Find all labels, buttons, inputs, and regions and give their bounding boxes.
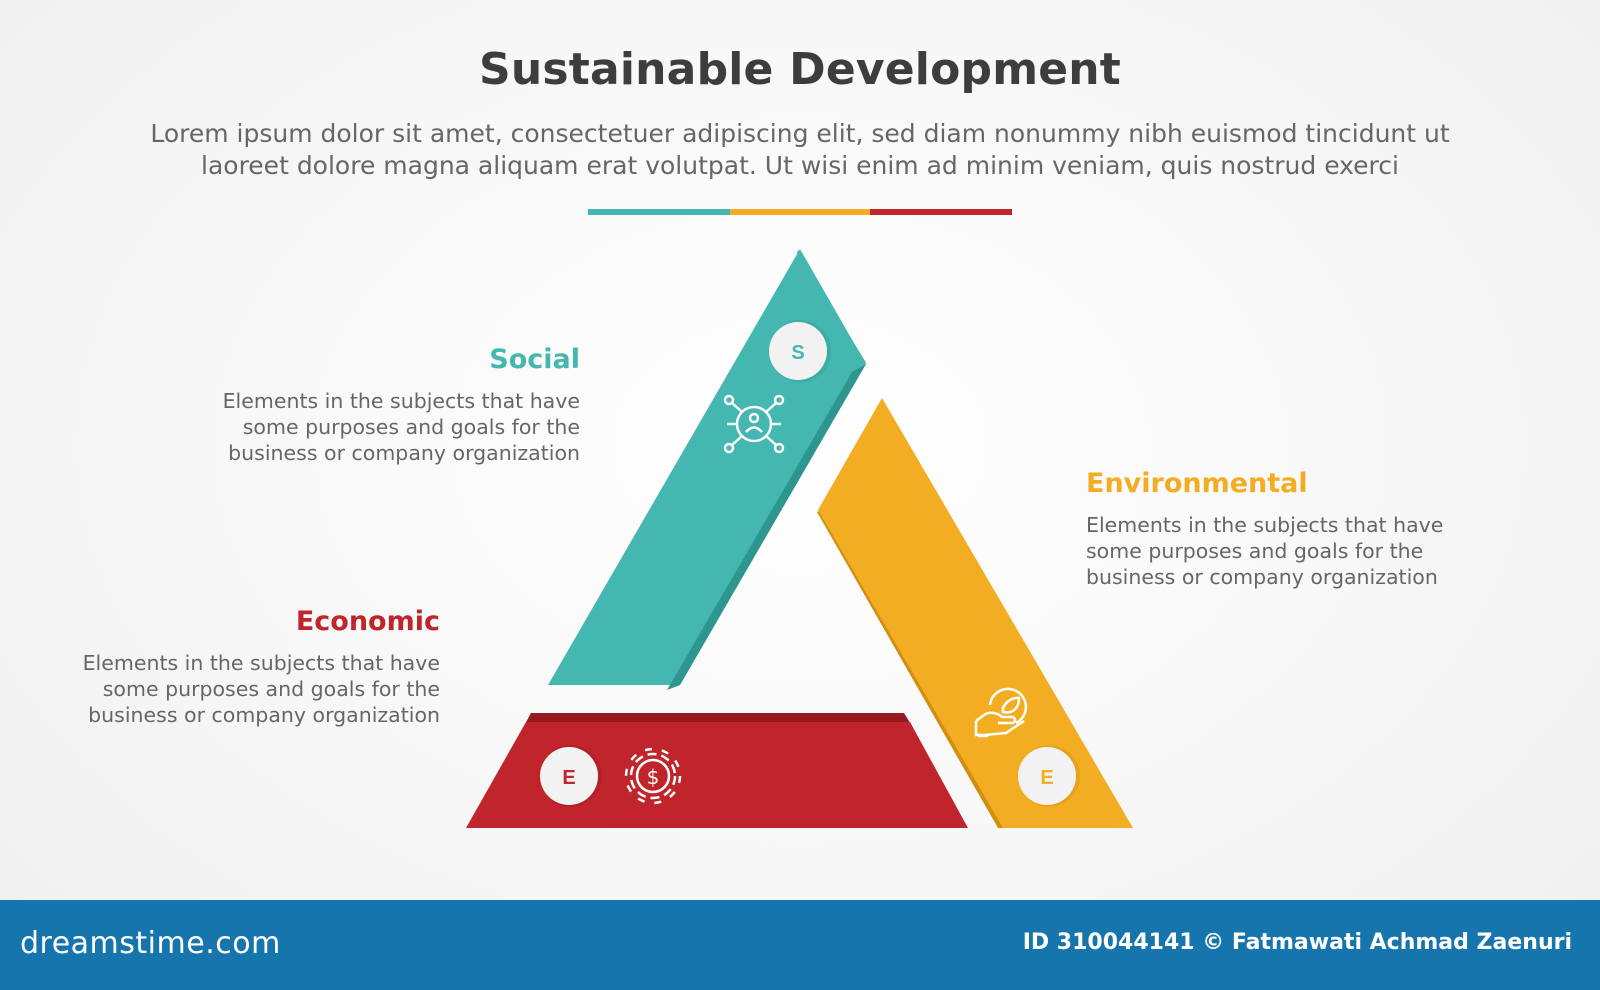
environmental-segment-shape: [818, 398, 1133, 828]
environmental-title: Environmental: [1086, 468, 1308, 499]
social-title: Social: [489, 344, 580, 375]
gear-dollar-icon: $: [624, 747, 682, 805]
environmental-description-line-1: Elements in the subjects that have: [1086, 513, 1444, 537]
accent-bar-yellow: [730, 209, 870, 215]
social-segment: [548, 249, 866, 690]
economic-segment: [466, 713, 968, 828]
environmental-description: Elements in the subjects that have some …: [1086, 512, 1506, 590]
social-segment-shape: [548, 249, 866, 685]
social-badge: S: [769, 320, 831, 382]
social-badge-letter: S: [791, 342, 804, 364]
accent-bar-red: [870, 209, 1012, 215]
environmental-description-line-2: some purposes and goals for the: [1086, 539, 1424, 563]
social-segment-edge: [667, 364, 866, 690]
footer-brand: dreamstime.com: [20, 926, 281, 961]
environmental-badge: E: [1018, 745, 1080, 807]
social-description-line-2: some purposes and goals for the: [242, 415, 580, 439]
social-description-line-1: Elements in the subjects that have: [222, 389, 580, 413]
accent-bar-teal: [588, 209, 730, 215]
economic-badge-letter: E: [562, 767, 575, 789]
economic-title: Economic: [295, 606, 440, 637]
triangle-diagram: S E E $: [466, 249, 1133, 828]
svg-text:$: $: [647, 765, 660, 789]
economic-description-line-2: some purposes and goals for the: [102, 677, 440, 701]
footer-credit: ID 310044141 © Fatmawati Achmad Zaenuri: [1022, 930, 1572, 955]
environmental-badge-letter: E: [1040, 767, 1053, 789]
social-description: Elements in the subjects that have some …: [160, 388, 580, 466]
economic-segment-shape: [466, 722, 968, 828]
economic-badge: E: [540, 745, 602, 807]
social-description-line-3: business or company organization: [228, 441, 580, 465]
footer-bar: dreamstime.com ID 310044141 © Fatmawati …: [0, 900, 1600, 990]
subtitle-line-2: laoreet dolore magna aliquam erat volutp…: [201, 151, 1399, 180]
environmental-segment: [817, 398, 1133, 828]
economic-description-line-1: Elements in the subjects that have: [82, 651, 440, 675]
environmental-description-line-3: business or company organization: [1086, 565, 1438, 589]
subtitle: Lorem ipsum dolor sit amet, consectetuer…: [110, 118, 1490, 182]
network-user-icon: [723, 394, 785, 454]
subtitle-line-1: Lorem ipsum dolor sit amet, consectetuer…: [150, 119, 1450, 148]
page-title: Sustainable Development: [478, 44, 1122, 95]
hand-leaf-icon: [974, 687, 1028, 738]
economic-description: Elements in the subjects that have some …: [20, 650, 440, 728]
economic-description-line-3: business or company organization: [88, 703, 440, 727]
